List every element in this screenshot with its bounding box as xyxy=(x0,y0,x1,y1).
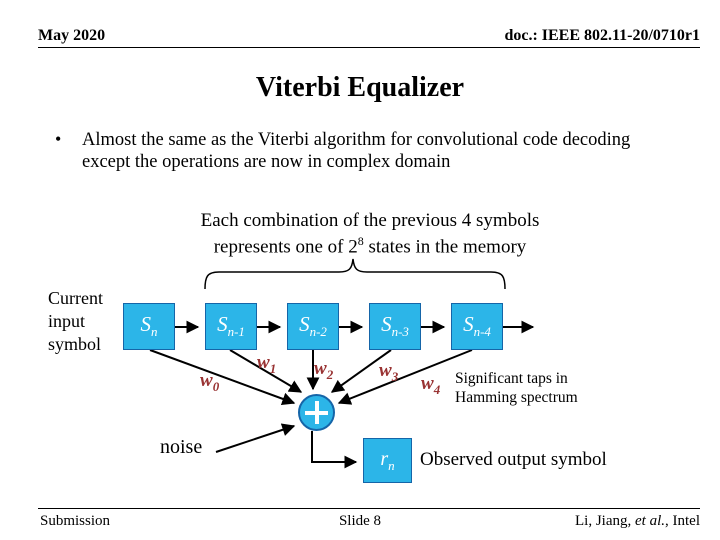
state-box-sn-2: Sn-2 xyxy=(287,303,339,350)
header-rule xyxy=(38,47,700,48)
states-note-line2: represents one of 28 states in the memor… xyxy=(213,234,527,258)
output-symbol-label: Observed output symbol xyxy=(420,449,607,470)
taps-annotation: Significant taps in Hamming spectrum xyxy=(455,370,578,406)
footer-slide-number: Slide 8 xyxy=(338,513,382,529)
states-note: Each combination of the previous 4 symbo… xyxy=(150,210,590,257)
bullet-marker: • xyxy=(55,129,62,149)
tap-arrow-3 xyxy=(330,349,392,393)
bullet-text: Almost the same as the Viterbi algorithm… xyxy=(82,130,631,172)
state-box-sn-4: Sn-4 xyxy=(451,303,503,350)
header-doc-number: doc.: IEEE 802.11-20/0710r1 xyxy=(504,27,700,44)
states-note-line1: Each combination of the previous 4 symbo… xyxy=(200,210,540,231)
footer-submission: Submission xyxy=(40,513,111,529)
weight-w2: w2 xyxy=(314,358,334,382)
noise-arrow xyxy=(215,423,296,453)
exponent: 8 xyxy=(357,234,364,248)
page-title: Viterbi Equalizer xyxy=(255,72,465,103)
tap-arrow-1 xyxy=(229,349,303,393)
current-input-symbol-label: Current input symbol xyxy=(48,288,103,354)
footer-authors: Li, Jiang, et al., Intel xyxy=(575,513,700,529)
tap-arrow-4 xyxy=(337,349,473,405)
footer-rule xyxy=(38,508,700,509)
weight-w0: w0 xyxy=(200,370,220,394)
noise-label: noise xyxy=(160,436,203,458)
weight-w3: w3 xyxy=(379,360,399,384)
adder-node xyxy=(298,394,335,431)
footer-etal: et al. xyxy=(635,513,665,529)
state-box-sn-1: Sn-1 xyxy=(205,303,257,350)
output-box-rn: rn xyxy=(363,438,412,483)
plus-icon xyxy=(300,396,333,429)
state-box-sn-3: Sn-3 xyxy=(369,303,421,350)
weight-w4: w4 xyxy=(421,373,441,397)
header-date: May 2020 xyxy=(38,27,106,44)
state-box-sn: Sn xyxy=(123,303,175,350)
output-elbow-arrow xyxy=(311,431,358,469)
over-brace xyxy=(204,258,506,290)
tap-arrow-0 xyxy=(149,349,296,406)
weight-w1: w1 xyxy=(257,352,277,376)
